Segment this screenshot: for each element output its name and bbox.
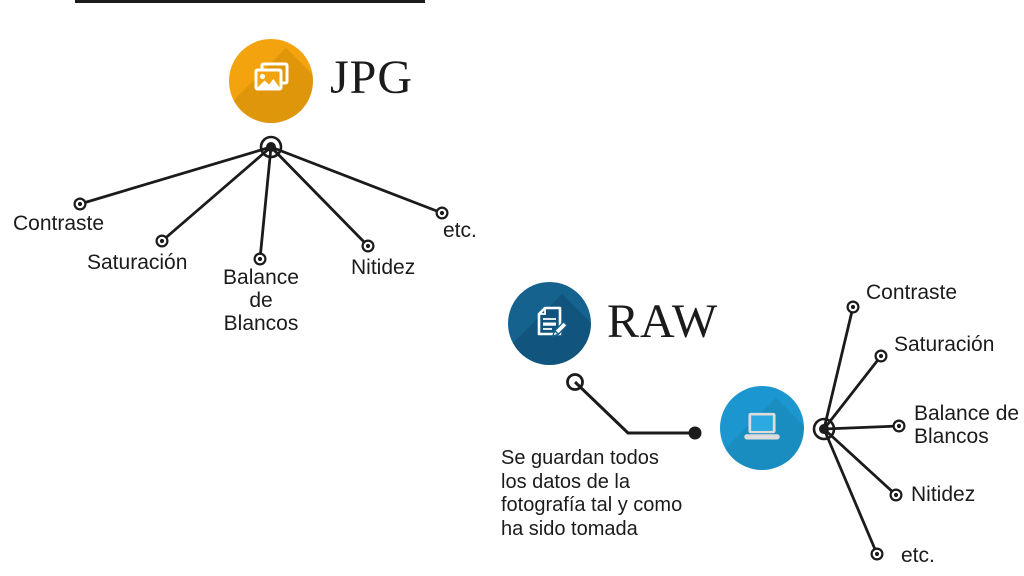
- endpoint-ring: [253, 252, 267, 266]
- cropped-title-bar: [75, 0, 425, 3]
- raw-branch-etc: etc.: [901, 544, 935, 567]
- pencil-glyph: [550, 320, 568, 338]
- document-edit-icon: [537, 306, 568, 338]
- raw-tree-lines: [812, 306, 900, 555]
- raw-hub-dot: [819, 424, 829, 434]
- computer-badge-circle: [720, 386, 804, 470]
- jpg-tree-lines: [79, 135, 443, 260]
- jpg-branch-etc: etc.: [443, 219, 477, 242]
- raw-title: RAW: [607, 295, 719, 348]
- raw-branch-saturacion: Saturación: [894, 333, 995, 356]
- endpoint-ring: [874, 349, 888, 363]
- endpoint-ring: [361, 239, 375, 253]
- jpg-title: JPG: [330, 51, 414, 104]
- endpoint-ring: [889, 488, 903, 502]
- image-icon: [254, 62, 289, 91]
- endpoint-ring: [846, 300, 860, 314]
- jpg-endpoint-rings: [73, 197, 449, 266]
- connector-end-dot: [688, 426, 702, 440]
- endpoint-ring: [870, 547, 884, 561]
- jpg-badge-circle: [229, 39, 313, 123]
- endpoint-ring: [435, 206, 449, 220]
- raw-elbow-connector: [566, 373, 702, 440]
- raw-branch-contraste: Contraste: [866, 281, 958, 304]
- endpoint-ring: [892, 419, 906, 433]
- endpoint-ring: [155, 234, 169, 248]
- laptop-icon: [744, 412, 780, 440]
- raw-branch-nitidez: Nitidez: [911, 483, 976, 506]
- jpg-branch-nitidez: Nitidez: [351, 256, 416, 279]
- jpg-hub-dot: [266, 142, 276, 152]
- raw-caption: Se guardan todos los datos de la fotogra…: [501, 447, 683, 540]
- raw-branch-balance: Balance de Blancos: [914, 402, 1020, 448]
- raw-badge-circle: [508, 282, 591, 365]
- jpg-branch-saturacion: Saturación: [87, 251, 188, 274]
- raw-endpoint-rings: [846, 300, 906, 561]
- endpoint-ring: [73, 197, 87, 211]
- jpg-branch-contraste: Contraste: [13, 212, 105, 235]
- jpg-branch-balance: Balance de Blancos: [223, 266, 299, 335]
